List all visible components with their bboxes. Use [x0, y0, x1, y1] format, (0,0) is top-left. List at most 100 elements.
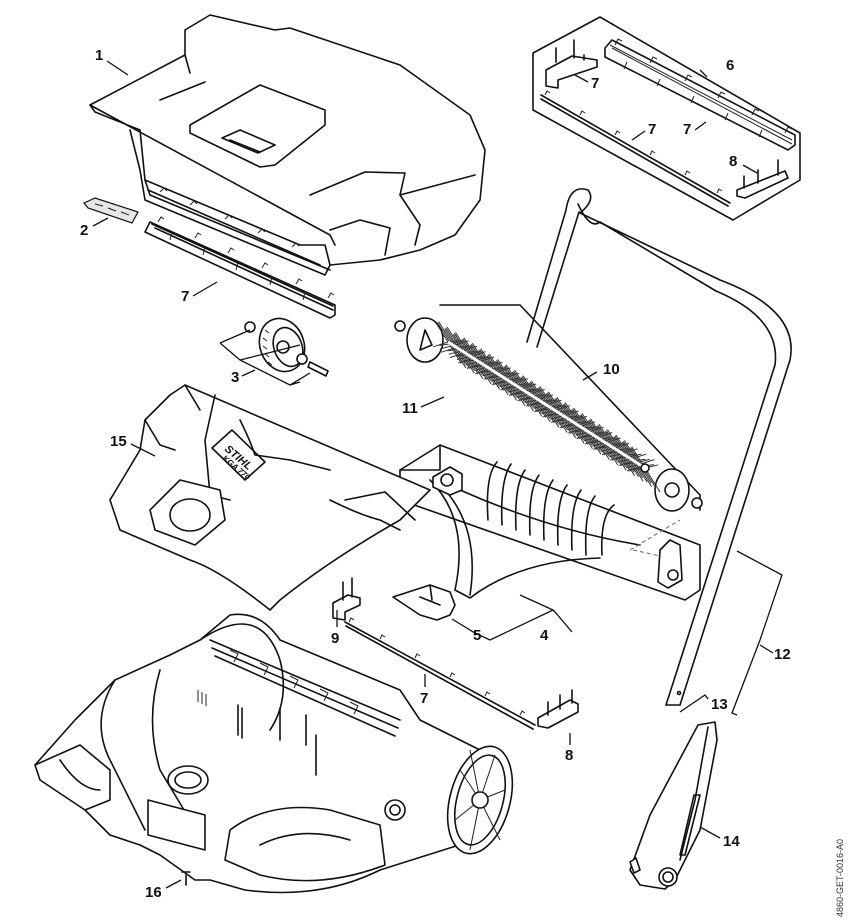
- screw: [181, 871, 191, 886]
- callout-3: 3: [231, 369, 239, 386]
- bristle: [556, 396, 573, 422]
- bristle: [551, 417, 567, 423]
- bristle: [596, 425, 609, 445]
- bristle: [449, 352, 466, 359]
- bristle: [535, 394, 549, 399]
- sealing-strip-housing: [344, 617, 536, 730]
- sealing-strip-kit-upper: [604, 38, 796, 151]
- collection-bin: [89, 14, 486, 276]
- bristle: [615, 434, 632, 460]
- bristle: [486, 355, 500, 375]
- callout-9: 9: [331, 630, 339, 647]
- bristle: [490, 377, 505, 382]
- bristle: [441, 346, 457, 353]
- bristle: [621, 441, 635, 462]
- bristle: [597, 424, 612, 447]
- callout-8-kit: 8: [729, 153, 737, 170]
- bristle: [497, 359, 514, 384]
- bristle: [511, 371, 525, 391]
- bristle: [440, 345, 454, 350]
- bristle: [573, 407, 590, 433]
- bristle: [508, 390, 525, 396]
- bristle: [633, 460, 648, 483]
- bristle: [630, 447, 643, 467]
- bristle: [463, 337, 480, 363]
- brush-housing: [399, 444, 701, 601]
- callout-7-kit-upper: 7: [683, 121, 691, 138]
- bristle: [445, 327, 460, 350]
- callout-16: 16: [145, 884, 162, 901]
- bristle: [618, 460, 634, 467]
- callout-14: 14: [723, 833, 740, 850]
- bristle: [568, 415, 583, 420]
- callout-4: 4: [540, 627, 549, 644]
- bristle: [453, 333, 469, 355]
- bristle: [617, 458, 632, 463]
- bristle: [476, 356, 490, 361]
- bristle: [589, 419, 604, 442]
- bristle: [459, 345, 473, 350]
- bristle: [482, 372, 496, 377]
- bristle: [581, 413, 598, 438]
- bristle: [614, 435, 629, 458]
- bristle: [525, 400, 542, 407]
- callout-13: 13: [711, 696, 728, 713]
- bristle: [622, 441, 637, 463]
- bristle: [483, 373, 499, 380]
- bristle: [467, 350, 482, 356]
- bristle: [587, 420, 601, 440]
- bristle: [541, 409, 556, 415]
- bristle: [432, 341, 449, 348]
- bristle: [462, 338, 477, 361]
- bristle: [552, 404, 566, 410]
- bristle: [446, 326, 463, 352]
- bristle: [491, 379, 508, 386]
- bristle: [499, 382, 513, 388]
- bristle: [526, 388, 541, 393]
- bristle: [563, 403, 578, 426]
- bristle: [524, 399, 539, 404]
- bristle: [513, 370, 528, 393]
- callout-5: 5: [473, 627, 481, 644]
- brush-roller: [394, 304, 703, 512]
- handle-assembly: [526, 188, 792, 706]
- handle-lower-section: [629, 721, 718, 890]
- bristle: [555, 397, 570, 420]
- bristle: [542, 411, 558, 418]
- guide-fins: [486, 461, 615, 556]
- bristle: [575, 431, 589, 436]
- bristle: [534, 406, 550, 413]
- bristle: [528, 382, 542, 402]
- bristle: [507, 388, 522, 393]
- bristle: [503, 366, 516, 386]
- bristle: [562, 404, 576, 424]
- bristle: [559, 422, 575, 429]
- bristle: [619, 448, 634, 453]
- wheel-assembly: [219, 317, 329, 386]
- document-id: 4860-GET-0016-A0: [835, 839, 845, 917]
- bristle: [475, 368, 491, 375]
- bristle: [478, 350, 491, 370]
- bristle: [509, 377, 524, 383]
- bristle: [516, 393, 530, 398]
- bristle: [584, 438, 601, 445]
- bristle: [473, 366, 488, 371]
- bristle: [466, 363, 482, 369]
- bristle: [560, 410, 575, 415]
- bristle: [505, 364, 522, 390]
- bristle: [636, 458, 651, 464]
- callout-7-bin: 7: [181, 288, 189, 305]
- bristle: [469, 344, 483, 364]
- bristle: [600, 447, 615, 452]
- bristle: [602, 437, 617, 442]
- bristle: [470, 343, 486, 366]
- bristle: [457, 355, 471, 361]
- bristle: [435, 323, 449, 343]
- bristle: [554, 398, 567, 418]
- callout-10: 10: [603, 361, 620, 378]
- bristle: [577, 421, 591, 426]
- base-chassis: [34, 613, 514, 894]
- bristle: [585, 426, 600, 431]
- bristle: [448, 350, 463, 355]
- bristle: [479, 349, 494, 372]
